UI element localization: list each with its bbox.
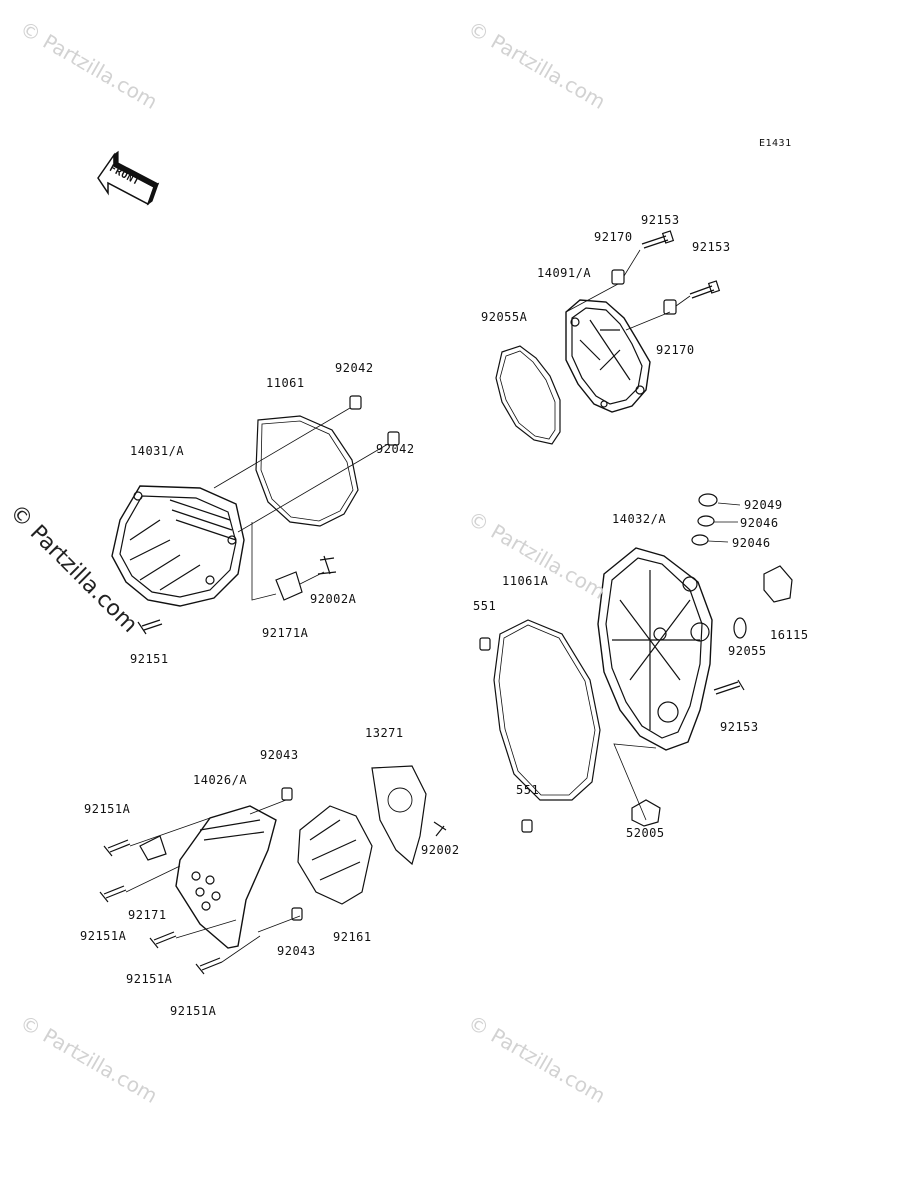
part-label[interactable]: 92151A: [126, 972, 173, 986]
bolt-92153-right-drawing: [689, 280, 721, 299]
part-label[interactable]: 92171: [128, 908, 167, 922]
part-label[interactable]: 92042: [335, 361, 374, 375]
part-label[interactable]: 551: [516, 783, 540, 797]
gasket-92055A-drawing: [495, 345, 561, 445]
seal-92049-drawing: [698, 493, 718, 507]
part-label[interactable]: 14032/A: [612, 512, 667, 526]
part-label[interactable]: 92043: [260, 748, 299, 762]
dowel-92042-top-drawing: [349, 395, 362, 410]
part-label[interactable]: 92043: [277, 944, 316, 958]
dowel-92043-bottom-drawing: [291, 907, 303, 921]
plate-13271-drawing: [371, 765, 427, 866]
plug-16115-drawing: [763, 565, 793, 603]
cover-14031A-drawing: [111, 485, 245, 607]
dowel-551-top-drawing: [479, 637, 491, 651]
dowel-92043-top-drawing: [281, 787, 293, 801]
bolt-92151A-1-drawing: [103, 839, 131, 857]
bolt-92153-mid-drawing: [713, 679, 745, 695]
clip-92170-top-drawing: [611, 269, 625, 285]
part-label[interactable]: 52005: [626, 826, 665, 840]
diagram-code: E1431: [759, 138, 792, 149]
part-label[interactable]: 11061A: [502, 574, 549, 588]
bolt-92151-drawing: [137, 619, 163, 635]
cover-14032A-drawing: [597, 547, 713, 751]
part-label[interactable]: 92170: [656, 343, 695, 357]
cover-14026A-drawing: [175, 805, 277, 949]
dowel-92042-right-drawing: [387, 431, 400, 446]
bracket-92171-drawing: [139, 835, 167, 861]
part-label[interactable]: 92049: [744, 498, 783, 512]
part-label[interactable]: 92151: [130, 652, 169, 666]
part-label[interactable]: 92055A: [481, 310, 528, 324]
front-arrow-icon: [97, 150, 160, 206]
part-label[interactable]: 16115: [770, 628, 809, 642]
part-label[interactable]: 92161: [333, 930, 372, 944]
part-label[interactable]: 92055: [728, 644, 767, 658]
part-label[interactable]: 14031/A: [130, 444, 185, 458]
part-label[interactable]: 13271: [365, 726, 404, 740]
seal-92046-b-drawing: [691, 534, 709, 546]
cover-14091A-drawing: [565, 299, 651, 413]
cover-92161-drawing: [297, 805, 373, 905]
seal-92046-a-drawing: [697, 515, 715, 527]
part-label[interactable]: 92151A: [170, 1004, 217, 1018]
gasket-11061-drawing: [255, 415, 359, 527]
part-label[interactable]: 92002: [421, 843, 460, 857]
part-label[interactable]: 551: [473, 599, 497, 613]
bolt-92153-top-drawing: [641, 230, 675, 249]
bolt-92002A-drawing: [317, 555, 337, 575]
part-label[interactable]: 92170: [594, 230, 633, 244]
part-label[interactable]: 92153: [720, 720, 759, 734]
part-label[interactable]: 92151A: [84, 802, 131, 816]
part-label[interactable]: 14091/A: [537, 266, 592, 280]
part-label[interactable]: 11061: [266, 376, 305, 390]
part-label[interactable]: 92002A: [310, 592, 357, 606]
part-label[interactable]: 92046: [740, 516, 779, 530]
dowel-551-bottom-drawing: [521, 819, 533, 833]
bolt-92002-drawing: [433, 821, 447, 837]
bolt-92151A-2-drawing: [99, 885, 127, 903]
gasket-11061A-drawing: [493, 619, 601, 801]
bolt-92151A-4-drawing: [195, 957, 223, 975]
bracket-92171A-drawing: [275, 571, 303, 601]
part-label[interactable]: 92153: [692, 240, 731, 254]
bolt-92151A-3-drawing: [149, 931, 177, 949]
part-label[interactable]: 92171A: [262, 626, 309, 640]
part-label[interactable]: 14026/A: [193, 773, 248, 787]
part-label[interactable]: 92153: [641, 213, 680, 227]
clip-92170-right-drawing: [663, 299, 677, 315]
part-label[interactable]: 92042: [376, 442, 415, 456]
oring-92055-drawing: [733, 617, 747, 639]
cap-52005-drawing: [631, 799, 661, 827]
part-label[interactable]: 92151A: [80, 929, 127, 943]
part-label[interactable]: 92046: [732, 536, 771, 550]
